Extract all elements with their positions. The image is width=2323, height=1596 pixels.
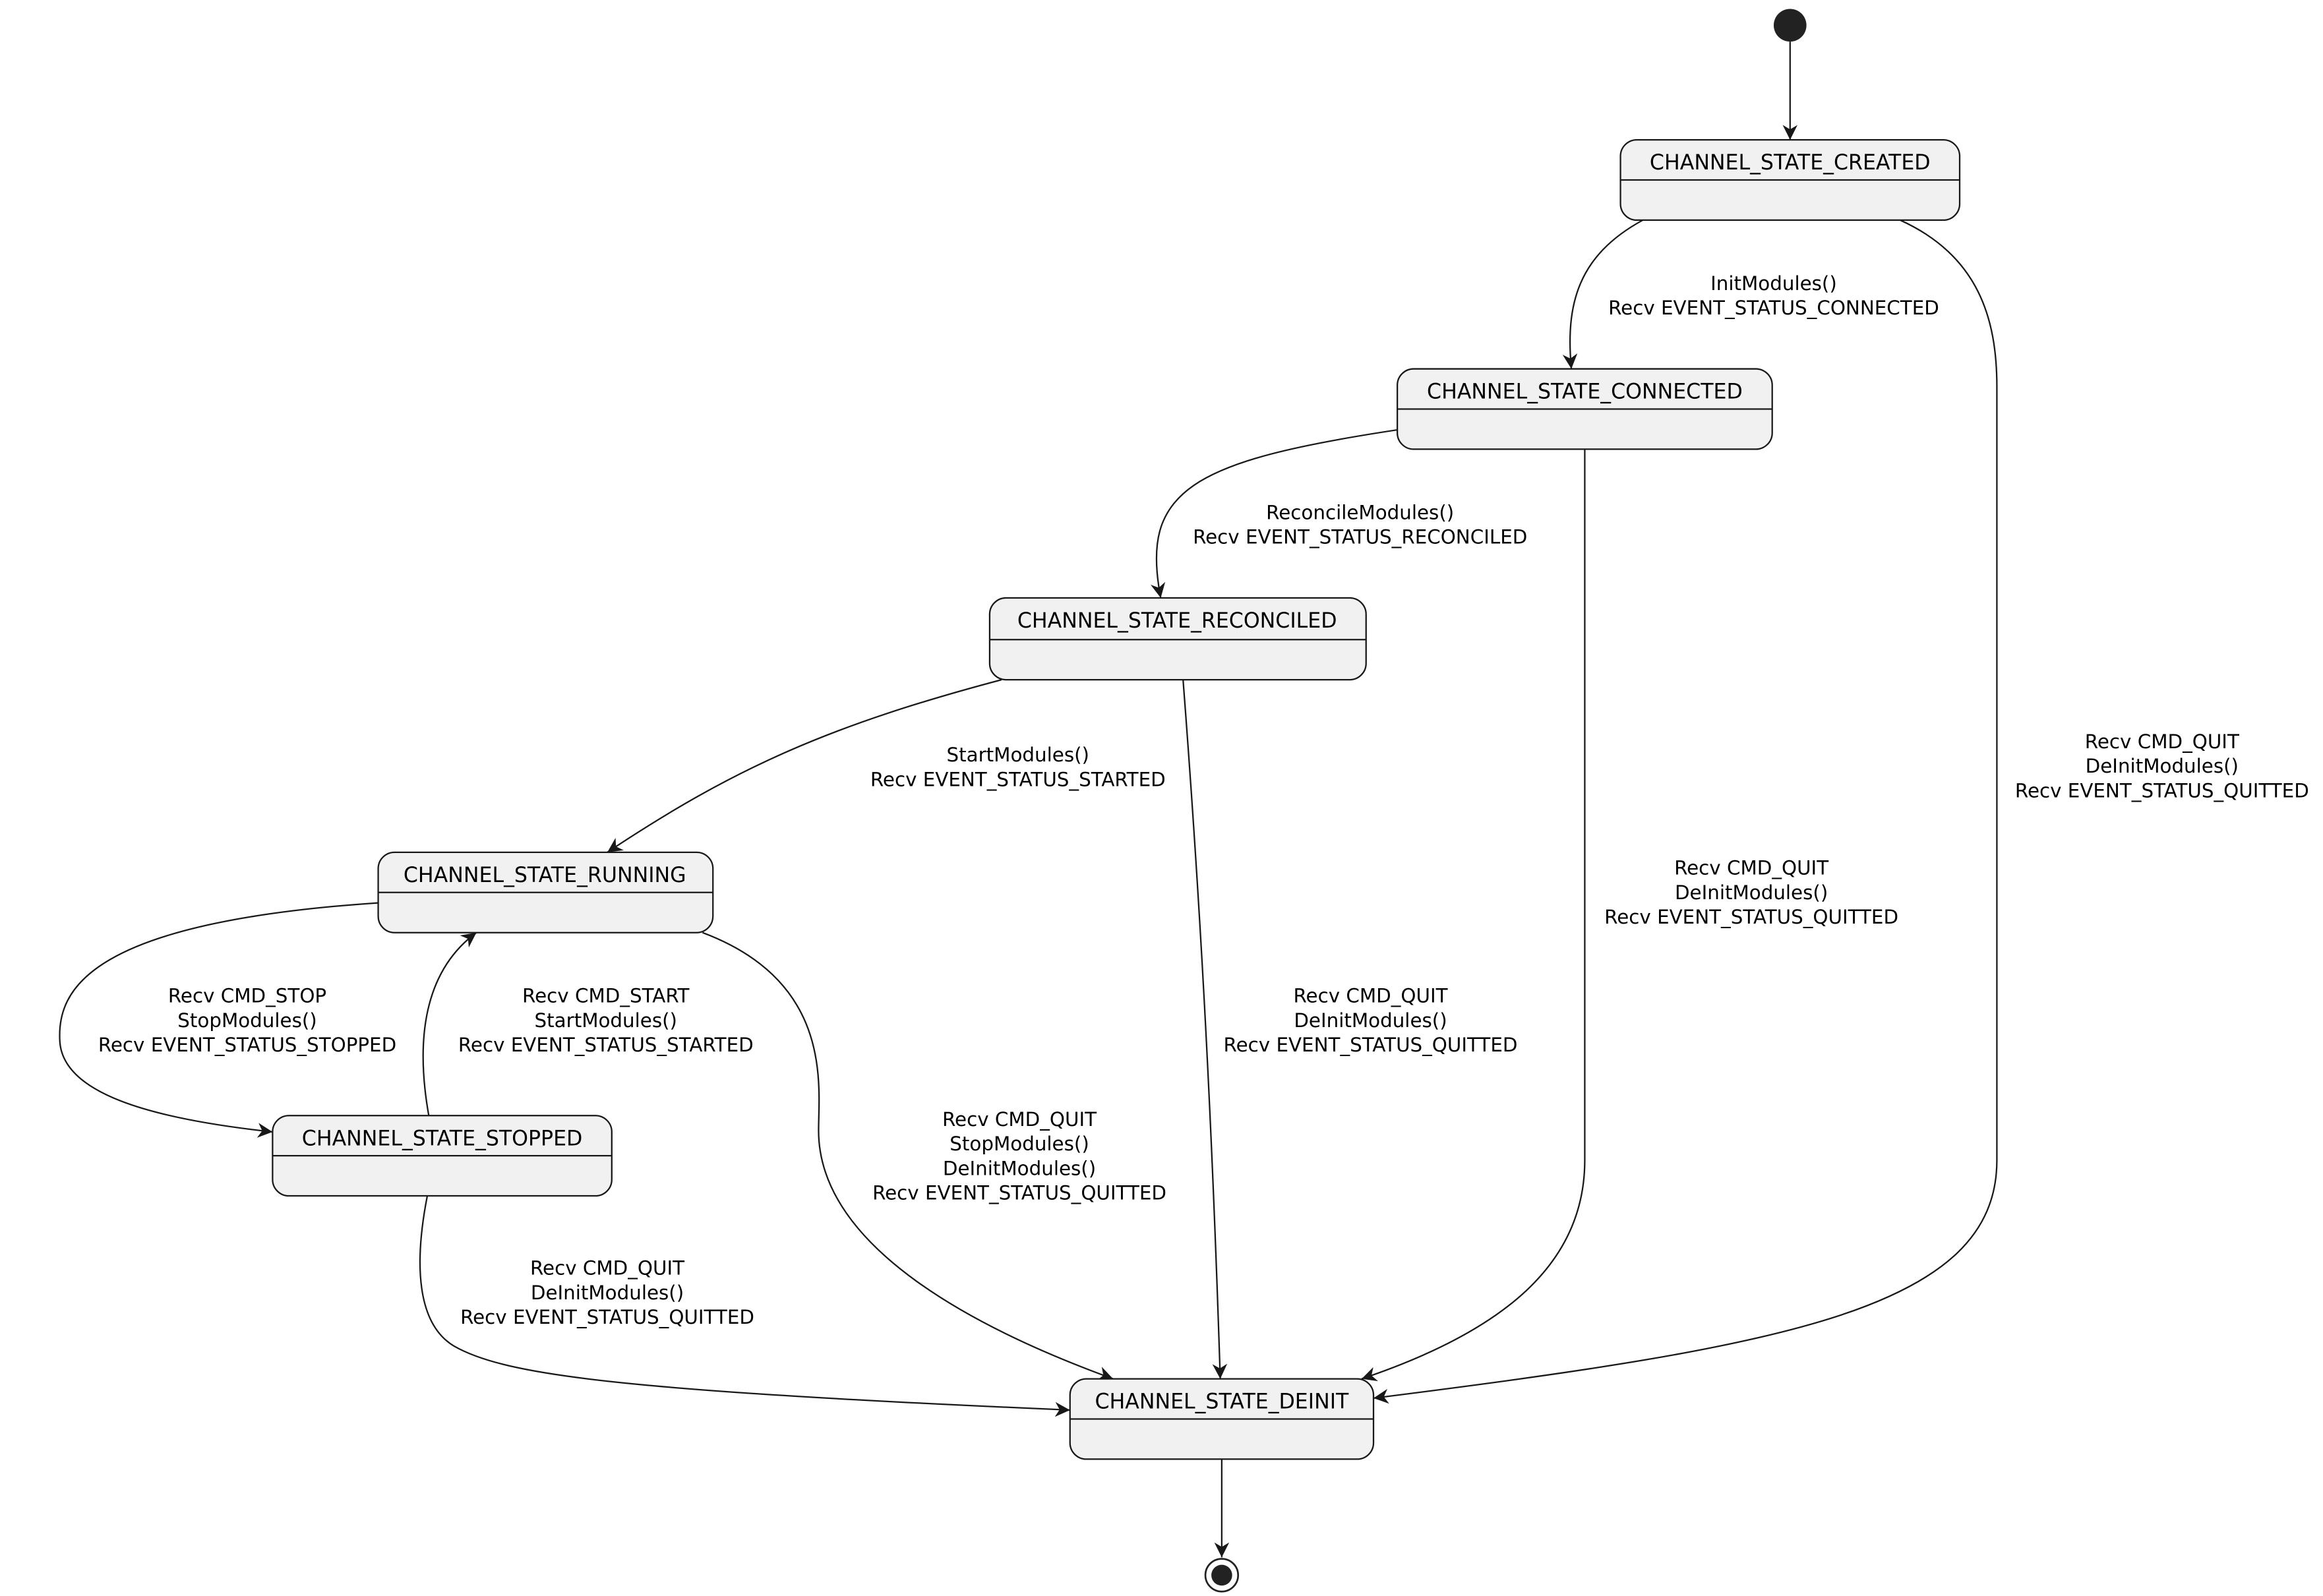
label-line: Recv CMD_QUIT — [942, 1108, 1097, 1131]
label-line: Recv CMD_QUIT — [1674, 857, 1828, 879]
label-line: Recv EVENT_STATUS_QUITTED — [2015, 779, 2309, 802]
edge-reconciled-to-running — [607, 679, 1002, 853]
edge-running-to-stopped — [59, 902, 378, 1138]
edge-stopped-to-running — [422, 931, 477, 1116]
state-reconciled-label: CHANNEL_STATE_RECONCILED — [1017, 609, 1337, 633]
final-state — [1204, 1558, 1240, 1593]
label-line: StopModules() — [177, 1009, 317, 1032]
label-line: Recv EVENT_STATUS_QUITTED — [460, 1306, 754, 1328]
state-created: CHANNEL_STATE_CREATED — [1619, 138, 1961, 222]
state-connected-label: CHANNEL_STATE_CONNECTED — [1427, 380, 1743, 404]
label-line: Recv CMD_QUIT — [1293, 985, 1447, 1007]
label-line: ReconcileModules() — [1266, 501, 1454, 523]
label-line: Recv EVENT_STATUS_STOPPED — [98, 1034, 396, 1056]
label-line: Recv EVENT_STATUS_QUITTED — [872, 1182, 1166, 1204]
initial-state — [1773, 9, 1807, 42]
state-deinit-label: CHANNEL_STATE_DEINIT — [1095, 1390, 1349, 1414]
label-line: Recv EVENT_STATUS_QUITTED — [1224, 1034, 1518, 1056]
label-line: StartModules() — [535, 1009, 677, 1032]
label-line: Recv EVENT_STATUS_CONNECTED — [1608, 297, 1939, 319]
edge-running-to-deinit — [702, 931, 1114, 1381]
label-line: StartModules() — [947, 744, 1089, 766]
edge-stopped-to-deinit — [419, 1195, 1070, 1417]
label-line: Recv EVENT_STATUS_STARTED — [458, 1034, 754, 1056]
edge-created-to-connected — [1562, 219, 1643, 369]
state-running-label: CHANNEL_STATE_RUNNING — [404, 864, 686, 887]
label-line: InitModules() — [1710, 272, 1837, 295]
label-line: Recv EVENT_STATUS_QUITTED — [1604, 906, 1898, 928]
state-reconciled: CHANNEL_STATE_RECONCILED — [988, 597, 1367, 681]
label-line: DeInitModules() — [1294, 1009, 1447, 1032]
state-stopped-label: CHANNEL_STATE_STOPPED — [302, 1127, 583, 1150]
label-line: DeInitModules() — [943, 1157, 1096, 1179]
label-line: Recv CMD_STOP — [168, 985, 326, 1007]
label-line: DeInitModules() — [2086, 755, 2239, 777]
edge-created-to-deinit — [1373, 219, 1998, 1404]
label-line: Recv CMD_QUIT — [2085, 730, 2239, 753]
state-running: CHANNEL_STATE_RUNNING — [377, 851, 714, 933]
edge-connected-to-deinit — [1361, 449, 1586, 1382]
state-connected: CHANNEL_STATE_CONNECTED — [1396, 368, 1773, 450]
label-line: Recv CMD_START — [522, 985, 689, 1007]
state-created-label: CHANNEL_STATE_CREATED — [1650, 151, 1931, 175]
label-line: Recv EVENT_STATUS_STARTED — [870, 768, 1166, 790]
state-stopped: CHANNEL_STATE_STOPPED — [272, 1115, 613, 1197]
label-line: StopModules() — [950, 1133, 1089, 1155]
state-deinit: CHANNEL_STATE_DEINIT — [1069, 1378, 1375, 1460]
label-created-to-connected: InitModules()Recv EVENT_STATUS_CONNECTED — [1608, 272, 1939, 319]
label-line: DeInitModules() — [1675, 881, 1828, 904]
edge-connected-to-reconciled — [1151, 429, 1398, 599]
label-line: DeInitModules() — [531, 1282, 684, 1304]
label-reconciled-to-running: StartModules()Recv EVENT_STATUS_STARTED — [870, 744, 1166, 790]
label-line: Recv EVENT_STATUS_RECONCILED — [1193, 526, 1527, 548]
edge-reconciled-to-deinit — [1182, 680, 1228, 1379]
label-line: Recv CMD_QUIT — [530, 1257, 684, 1280]
label-connected-to-reconciled: ReconcileModules() Recv EVENT_STATUS_RECO… — [1193, 501, 1527, 548]
